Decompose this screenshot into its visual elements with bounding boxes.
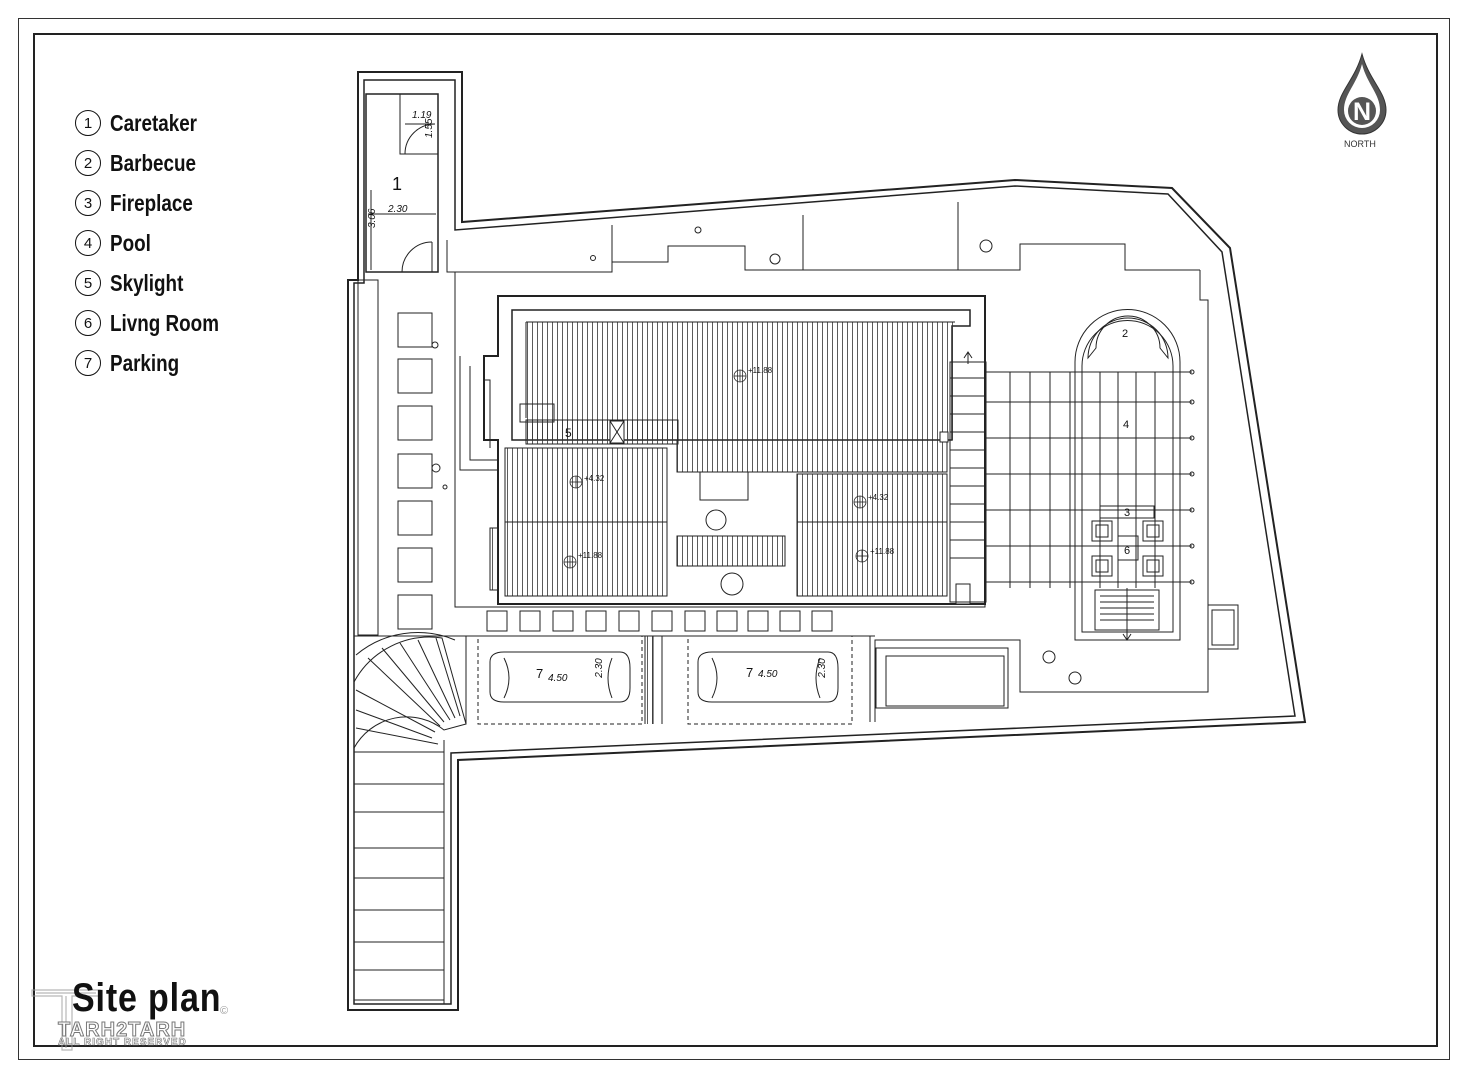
inner-frame xyxy=(33,33,1438,1047)
watermark-rights: ALL RIGHT RESERVED xyxy=(58,1037,187,1049)
caretaker-room: 1 1.19 1.55 3.06 2.30 xyxy=(365,93,439,273)
terrace-planter xyxy=(1207,604,1239,650)
drawing-title: Site plan xyxy=(72,976,222,1020)
caretaker-dim-width-small: 1.19 xyxy=(412,110,432,121)
level-marker: +11.88 xyxy=(578,551,603,560)
skylight-number: 5 xyxy=(565,426,572,440)
watermark-copyright: © xyxy=(220,1005,229,1017)
legend-number: 4 xyxy=(75,230,101,256)
barbecue-number: 2 xyxy=(1122,328,1128,340)
north-arrow-icon: N xyxy=(1337,52,1387,135)
caretaker-dim-depth: 3.06 xyxy=(367,208,378,228)
legend-label: Skylight xyxy=(110,269,184,296)
legend-number: 3 xyxy=(75,190,101,216)
legend-item: 4 Pool xyxy=(75,223,243,263)
legend-number: 1 xyxy=(75,110,101,136)
parking-bay-1: 7 4.50 2.30 xyxy=(477,635,643,725)
parking-bay-2: 7 4.50 2.30 xyxy=(687,635,853,725)
site-boundary-outer xyxy=(347,71,1307,1011)
legend-item: 6 Livng Room xyxy=(75,303,243,343)
legend-label: Fireplace xyxy=(110,189,193,216)
level-marker: +11.88 xyxy=(870,547,895,556)
building: 5 +11.88 +4.32 +4.32 +11.88 +11.88 xyxy=(459,295,986,605)
level-marker: +4.32 xyxy=(868,493,889,502)
fireplace-number: 3 xyxy=(1124,507,1130,519)
pool-basin-inner xyxy=(885,655,1005,707)
north-label: NORTH xyxy=(1344,139,1376,149)
legend-number: 5 xyxy=(75,270,101,296)
legend-label: Livng Room xyxy=(110,309,219,336)
parking-length: 4.50 xyxy=(758,669,778,680)
parking-length: 4.50 xyxy=(548,673,568,684)
parking-width: 2.30 xyxy=(594,658,605,679)
parking-number: 7 xyxy=(746,665,753,680)
entrance-ramp xyxy=(353,632,467,749)
pool-number: 4 xyxy=(1123,419,1129,431)
terrace-planter-inner xyxy=(1211,609,1235,646)
level-marker: +11.88 xyxy=(748,366,773,375)
east-stair xyxy=(949,351,987,603)
watermark-logo-icon xyxy=(31,989,101,1051)
left-planters xyxy=(357,279,448,636)
pool-basin xyxy=(875,647,1009,709)
entrance-stair xyxy=(354,740,445,1004)
legend-label: Pool xyxy=(110,229,151,256)
legend-item: 7 Parking xyxy=(75,343,243,383)
legend-label: Parking xyxy=(110,349,180,376)
legend-number: 6 xyxy=(75,310,101,336)
north-wall xyxy=(446,202,1200,273)
legend-item: 1 Caretaker xyxy=(75,103,243,143)
north-letter: N xyxy=(1353,98,1371,126)
living-number: 6 xyxy=(1124,545,1130,557)
terrace-edge xyxy=(874,270,1209,722)
legend-label: Barbecue xyxy=(110,149,196,176)
watermark-brand: TARH2TARH xyxy=(57,1019,187,1042)
outer-frame xyxy=(18,18,1450,1060)
parking-number: 7 xyxy=(536,666,543,681)
legend-item: 5 Skylight xyxy=(75,263,243,303)
level-markers: +11.88 +4.32 +4.32 +11.88 +11.88 xyxy=(563,366,895,569)
parking-divider xyxy=(644,636,654,724)
site-boundary-inner xyxy=(353,79,1296,1005)
legend-number: 7 xyxy=(75,350,101,376)
pergola: 2 4 3 6 xyxy=(985,309,1195,641)
legend-number: 2 xyxy=(75,150,101,176)
legend-label: Caretaker xyxy=(110,109,198,136)
caretaker-dim-width: 2.30 xyxy=(387,204,408,215)
caretaker-dim-height-small: 1.55 xyxy=(424,118,435,138)
legend-item: 3 Fireplace xyxy=(75,183,243,223)
level-marker: +4.32 xyxy=(584,474,605,483)
legend-item: 2 Barbecue xyxy=(75,143,243,183)
caretaker-number: 1 xyxy=(392,174,402,194)
parking-width: 2.30 xyxy=(817,658,828,679)
